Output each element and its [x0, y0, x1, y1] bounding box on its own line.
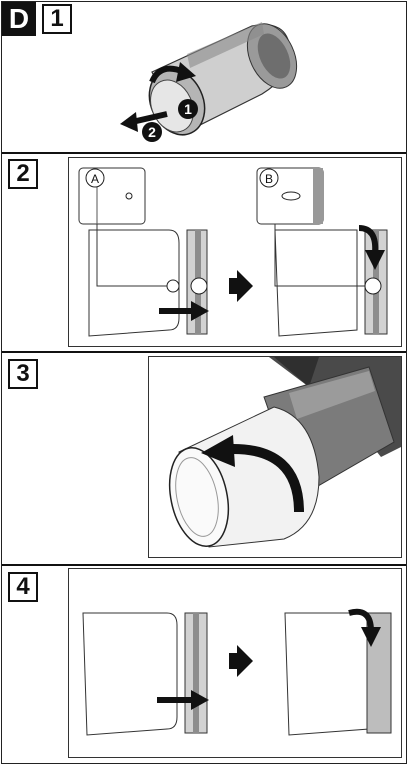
turn-arrow-right: [358, 225, 385, 270]
step4-panel: [68, 568, 402, 758]
step4-illustration: [82, 608, 392, 736]
svg-text:B: B: [265, 172, 273, 186]
push-arrow-left: [159, 301, 209, 321]
callout-1: 1: [178, 99, 198, 119]
divider: [2, 351, 406, 353]
svg-text:2: 2: [148, 124, 156, 140]
step2-panel: A: [68, 157, 402, 347]
lens-hood-left: [88, 224, 208, 337]
lens-hood: [168, 406, 320, 548]
step-number-1: 1: [42, 4, 72, 34]
lens-hood-right: [274, 224, 388, 337]
rotate-arrow: [149, 62, 196, 84]
step3-panel: [148, 356, 402, 558]
step1-illustration: 1 2: [120, 22, 298, 142]
section-badge: D: [2, 2, 36, 36]
step-number-3: 3: [8, 359, 38, 389]
callout-2: 2: [142, 122, 162, 142]
divider: [2, 564, 406, 566]
lens-body: [148, 22, 298, 136]
lens-hood-left: [82, 612, 208, 736]
svg-text:1: 1: [184, 101, 192, 117]
push-arrow-left: [157, 690, 209, 710]
twist-arrow: [201, 435, 304, 513]
next-arrow: [229, 645, 253, 677]
step-number-4: 4: [8, 572, 38, 602]
next-arrow: [229, 270, 253, 302]
pull-arrow: [120, 111, 168, 132]
inset-a: A: [78, 167, 146, 225]
step2-illustration: A: [78, 167, 388, 337]
step3-illustration: [168, 357, 401, 548]
step-number-2: 2: [8, 159, 38, 189]
divider: [2, 152, 406, 154]
svg-text:A: A: [91, 172, 99, 186]
turn-arrow-right: [348, 608, 381, 647]
inset-b: B: [256, 167, 324, 225]
